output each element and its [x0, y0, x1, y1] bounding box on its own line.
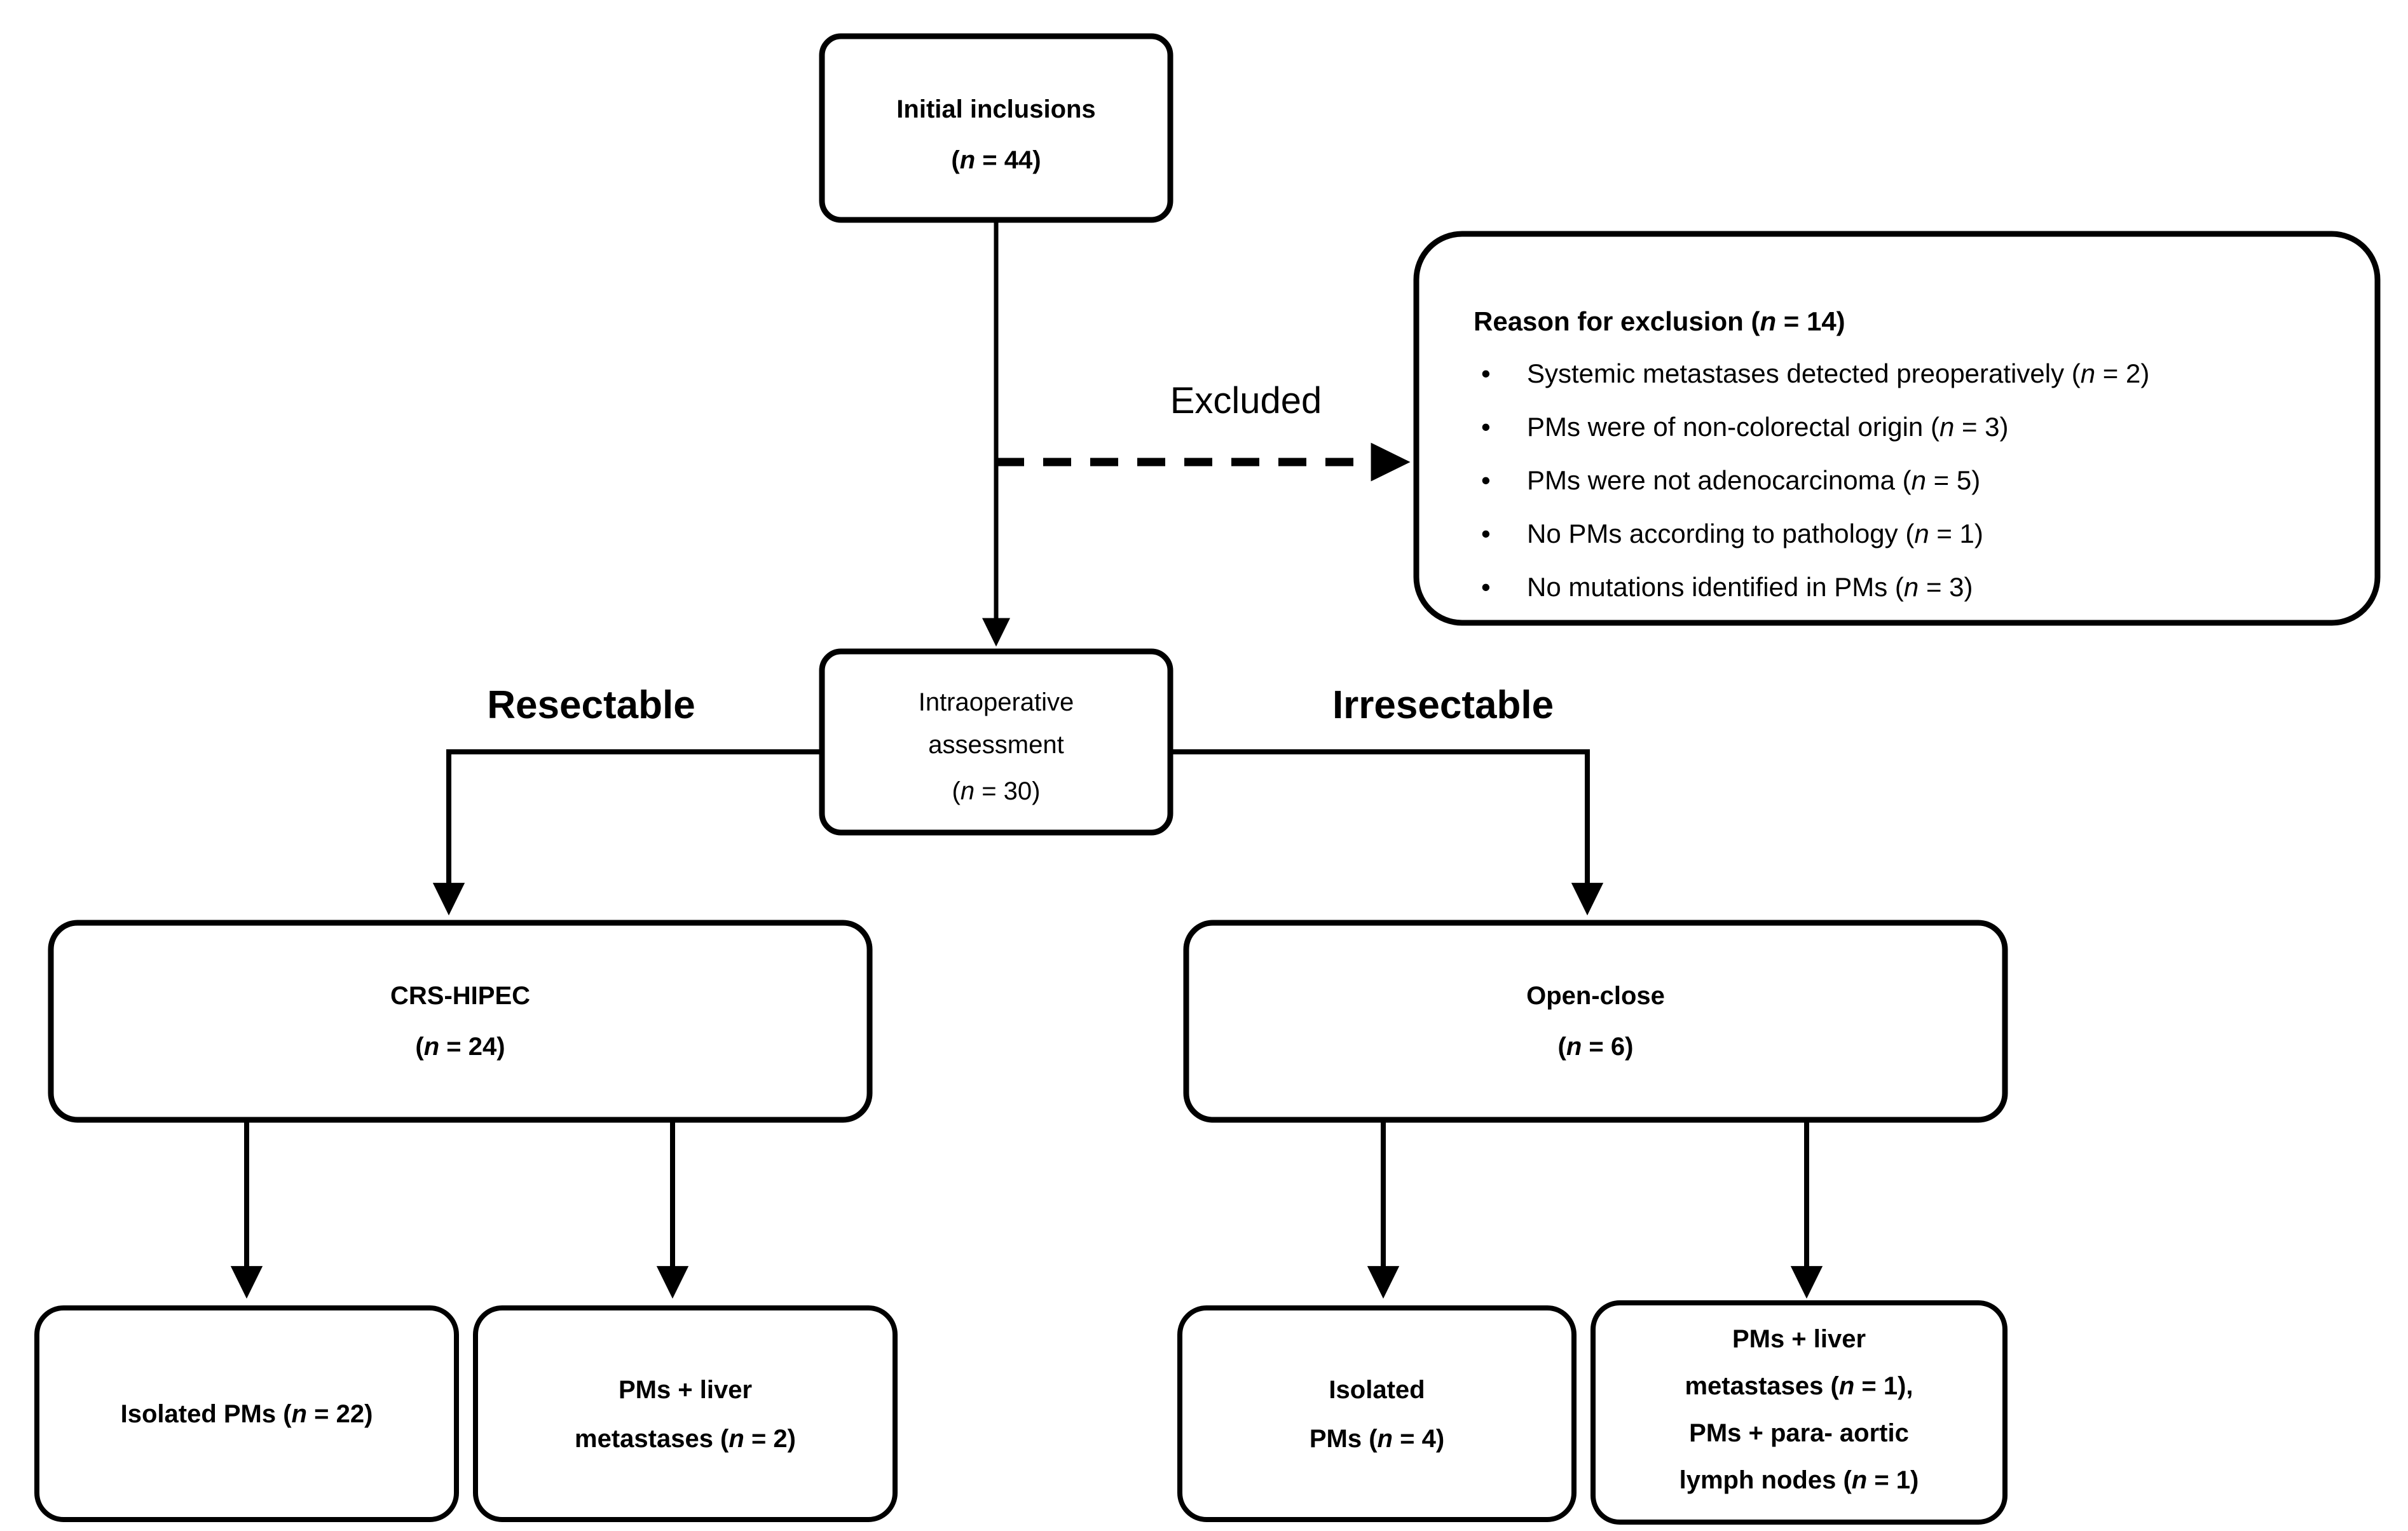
node-isolated-pms-22[interactable]: Isolated PMs (n = 22) [34, 1305, 459, 1522]
node-initial-inclusions-count: (n = 44) [951, 146, 1041, 174]
node-intraoperative-assessment-count: (n = 30) [952, 777, 1041, 805]
node-isolated-pms-4-bg [1180, 1308, 1574, 1520]
bullet-icon: • [1481, 572, 1491, 602]
node-initial-inclusions-bg [822, 36, 1170, 220]
node-reason-for-exclusion-bg [1416, 234, 2377, 623]
node-pms-liver-metastases-2-label2: metastases (n = 2) [575, 1425, 796, 1453]
node-open-close[interactable]: Open-close (n = 6) [1183, 920, 2008, 1123]
connector-irresectable [1170, 749, 1604, 916]
node-reason-for-exclusion-border [1413, 231, 2381, 626]
edge-label-resectable: Resectable [487, 683, 695, 727]
node-intraoperative-assessment[interactable]: Intraoperative assessment (n = 30) [819, 648, 1173, 836]
node-pms-liver-para-aortic[interactable]: PMs + liver metastases (n = 1), PMs + pa… [1591, 1300, 2008, 1525]
node-isolated-pms-4-label2: PMs (n = 4) [1310, 1425, 1444, 1453]
node-pms-liver-para-aortic-label1: PMs + liver [1732, 1325, 1866, 1353]
node-pms-liver-para-aortic-label2: metastases (n = 1), [1685, 1372, 1913, 1400]
exclusion-item: No mutations identified in PMs (n = 3) [1527, 572, 1973, 602]
bullet-icon: • [1481, 358, 1491, 388]
edge-label-excluded: Excluded [1170, 380, 1322, 421]
node-isolated-pms-22-bg [37, 1308, 456, 1520]
node-initial-inclusions-label: Initial inclusions [896, 95, 1095, 123]
node-crs-hipec-bg [51, 923, 870, 1120]
node-crs-hipec[interactable]: CRS-HIPEC (n = 24) [48, 920, 873, 1123]
node-crs-hipec-count: (n = 24) [415, 1033, 505, 1061]
node-pms-liver-metastases-2-border [473, 1305, 898, 1522]
node-pms-liver-para-aortic-border [1591, 1300, 2008, 1525]
node-crs-hipec-border [48, 920, 873, 1123]
node-pms-liver-para-aortic-label3: PMs + para- aortic [1689, 1419, 1909, 1447]
node-intraoperative-assessment-bg [822, 651, 1170, 833]
node-intraoperative-assessment-label1: Intraoperative [919, 688, 1074, 716]
node-open-close-bg [1186, 923, 2005, 1120]
node-intraoperative-assessment-border [819, 648, 1173, 836]
node-pms-liver-para-aortic-bg [1593, 1303, 2005, 1522]
node-pms-liver-metastases-2[interactable]: PMs + liver metastases (n = 2) [473, 1305, 898, 1522]
node-isolated-pms-4-label1: Isolated [1329, 1376, 1425, 1404]
exclusion-item: No PMs according to pathology (n = 1) [1527, 519, 1983, 548]
exclusion-title: Reason for exclusion (n = 14) [1474, 306, 1845, 336]
node-pms-liver-metastases-2-bg [475, 1308, 895, 1520]
node-crs-hipec-label: CRS-HIPEC [390, 982, 530, 1010]
connector-resectable [432, 749, 822, 916]
bullet-icon: • [1481, 519, 1491, 548]
bullet-icon: • [1481, 465, 1491, 495]
exclusion-item: PMs were of non-colorectal origin (n = 3… [1527, 412, 2009, 442]
node-intraoperative-assessment-label2: assessment [928, 731, 1064, 759]
node-pms-liver-para-aortic-label4: lymph nodes (n = 1) [1679, 1466, 1919, 1494]
node-isolated-pms-22-border [34, 1305, 459, 1522]
node-pms-liver-metastases-2-label1: PMs + liver [619, 1376, 752, 1404]
exclusion-item: PMs were not adenocarcinoma (n = 5) [1527, 465, 1980, 495]
node-isolated-pms-22-label: Isolated PMs (n = 22) [121, 1400, 373, 1428]
node-open-close-count: (n = 6) [1558, 1033, 1634, 1061]
edge-label-irresectable: Irresectable [1332, 683, 1554, 727]
exclusion-item: Systemic metastases detected preoperativ… [1527, 358, 2149, 388]
node-isolated-pms-4-border [1177, 1305, 1577, 1522]
node-initial-inclusions[interactable]: Initial inclusions (n = 44) [819, 33, 1173, 223]
node-initial-inclusions-border [819, 33, 1173, 223]
node-reason-for-exclusion[interactable]: Reason for exclusion (n = 14) • Systemic… [1413, 231, 2381, 626]
node-open-close-border [1183, 920, 2008, 1123]
bullet-icon: • [1481, 412, 1491, 442]
node-isolated-pms-4[interactable]: Isolated PMs (n = 4) [1177, 1305, 1577, 1522]
node-open-close-label: Open-close [1526, 982, 1665, 1010]
